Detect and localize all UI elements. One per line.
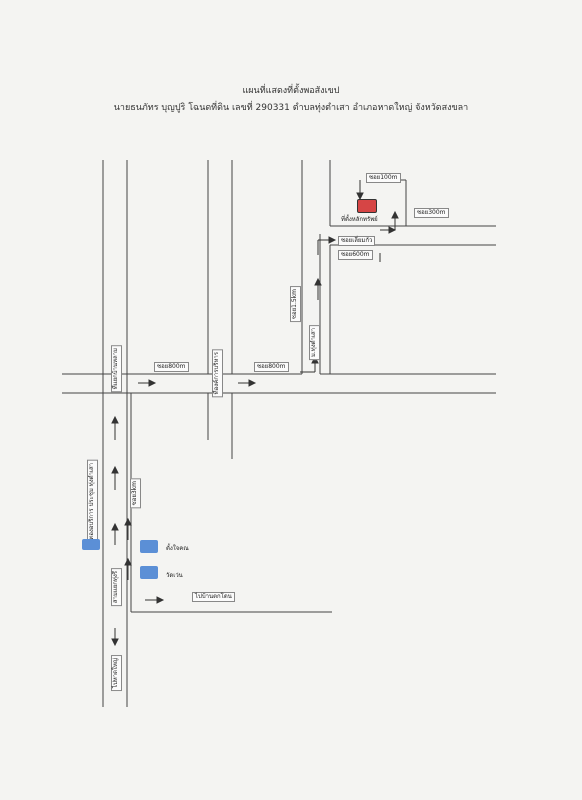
label-soi-300m: ซอย300m: [414, 208, 449, 218]
label-soi-800m-right: ซอย800m: [254, 362, 289, 372]
label-to-bannakhanong: ไปบ้านตกโดน: [192, 592, 235, 602]
label-temple: ตั้งใจคณ: [166, 545, 189, 552]
map-title: แผนที่แสดงที่ตั้งพอสังเขป: [242, 86, 340, 96]
label-soi-3km: ซอย3km: [130, 478, 141, 509]
temple-marker: [140, 540, 158, 553]
label-soi-800m-left: ซอย800m: [154, 362, 189, 372]
label-police: วัดเว่น: [166, 572, 183, 579]
health-center-marker: [82, 539, 100, 550]
label-school: สามแยกทุ่งรี: [111, 568, 122, 607]
map-subtitle: นายธนภัทร บุญปูริ โฉนดที่ดิน เลขที่ 2903…: [113, 103, 469, 113]
label-soi-lamkaw: ซอยเลี่ยมกัว: [338, 236, 376, 246]
label-soi-100m: ซอย100m: [366, 173, 401, 183]
label-kwan-village: ที่แยกบ้านหลาม: [111, 345, 122, 393]
target-property-marker: [357, 199, 377, 213]
label-soi-1-5km: ซอย1.5km: [290, 286, 301, 323]
label-soi-600m: ซอย600m: [338, 250, 373, 260]
police-marker: [140, 566, 158, 579]
label-thungtamsao: ม.ทุ่งตำเสา: [309, 325, 320, 361]
label-to-hatyai: ไปหาดใหญ่: [111, 655, 122, 692]
label-target: ที่ตั้งหลักทรัพย์: [341, 216, 378, 223]
label-health-center: ทองอบริการ ประชุม ทุ่งตำเสา: [87, 460, 98, 543]
label-tambon-office: ที่องค์การบริหาร: [212, 349, 223, 398]
